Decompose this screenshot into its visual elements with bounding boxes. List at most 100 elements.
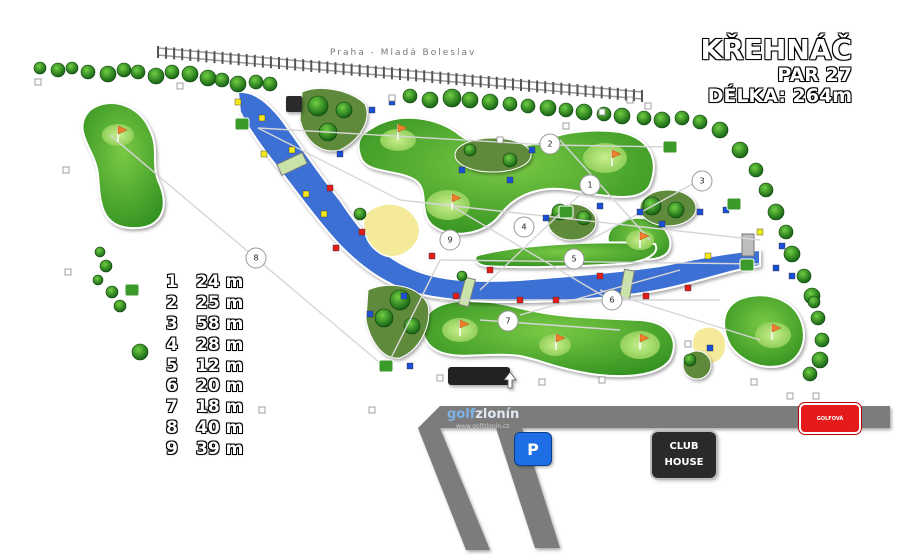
tee-marker <box>428 252 436 260</box>
bench <box>538 378 546 386</box>
tee-markers <box>124 98 796 373</box>
tree <box>683 353 697 367</box>
tree <box>520 98 536 114</box>
tree <box>229 75 247 93</box>
tree <box>692 114 708 130</box>
tree <box>116 62 132 78</box>
tee-marker <box>684 284 692 292</box>
legend-hole-number: 7 <box>166 397 178 418</box>
tree <box>748 162 764 178</box>
tee-marker <box>552 296 560 304</box>
bench <box>786 392 794 400</box>
walkway <box>257 127 401 201</box>
flag-icon <box>459 319 470 329</box>
tee-marker <box>332 244 340 252</box>
tee-marker <box>542 214 550 222</box>
walkway <box>399 199 761 241</box>
bench <box>258 406 266 414</box>
legend-hole-length: 39 m <box>196 438 244 459</box>
tree <box>80 64 96 80</box>
tree <box>811 351 829 369</box>
tree <box>802 366 818 382</box>
tree <box>810 310 826 326</box>
hole-number-marker <box>245 247 267 269</box>
hole-number-marker <box>513 216 535 238</box>
hole-number-marker <box>601 289 623 311</box>
course-length: DÉLKA: 264m <box>707 85 852 107</box>
bench <box>204 406 212 414</box>
tree <box>807 295 821 309</box>
green-3 <box>583 143 627 173</box>
tee-marker <box>596 202 604 210</box>
tree <box>50 62 66 78</box>
fairway-8 <box>81 101 165 230</box>
tree <box>778 224 794 240</box>
tee-marker <box>528 146 536 154</box>
hole-number-label: 7 <box>505 317 510 326</box>
tree <box>481 93 499 111</box>
tree <box>262 76 278 92</box>
walkway <box>559 139 651 241</box>
bench <box>436 374 444 382</box>
tree <box>214 72 230 88</box>
tree <box>307 95 329 117</box>
walkway <box>599 289 761 341</box>
tee-mat <box>726 197 742 211</box>
tree <box>502 96 518 112</box>
tree <box>502 152 518 168</box>
walkway <box>547 144 671 148</box>
walkway <box>439 259 761 265</box>
tee-marker <box>486 266 494 274</box>
tee-marker <box>756 228 764 236</box>
hole-number-marker <box>497 310 519 332</box>
tee-marker <box>368 106 376 114</box>
bench <box>644 102 652 110</box>
tree <box>94 246 106 258</box>
tee-marker <box>642 292 650 300</box>
bench <box>562 122 570 130</box>
hole-number-marker <box>439 229 461 251</box>
flag-icon <box>451 193 462 203</box>
tee-marker <box>704 252 712 260</box>
bench <box>812 392 820 400</box>
tree <box>667 201 685 219</box>
brand-logo: golfzlonín <box>447 407 519 422</box>
tree <box>539 99 557 117</box>
legend-hole-number: 3 <box>166 313 178 334</box>
bench <box>598 108 606 116</box>
tee-marker <box>706 344 714 352</box>
walkway <box>519 269 681 316</box>
bench <box>598 376 606 384</box>
hole-number-label: 3 <box>699 177 704 186</box>
hole-number-marker <box>563 248 585 270</box>
hole-number-label: 6 <box>609 296 614 305</box>
legend-hole-number: 6 <box>166 376 178 397</box>
flag-icon <box>117 125 128 135</box>
tee-marker <box>452 292 460 300</box>
flag-icon <box>771 323 782 333</box>
hole-number-label: 2 <box>547 140 552 149</box>
legend-hole-length: 58 m <box>196 313 244 334</box>
tree <box>767 203 785 221</box>
road <box>418 406 890 550</box>
tee-marker <box>772 264 780 272</box>
tee-marker <box>506 176 514 184</box>
legend-hole-length: 12 m <box>196 355 244 376</box>
water-hazard <box>236 90 761 304</box>
tee-marker <box>358 228 366 236</box>
tree <box>421 91 439 109</box>
legend-hole-length: 24 m <box>196 272 244 293</box>
tree <box>335 101 353 119</box>
tee-marker <box>260 150 268 158</box>
hole-number-label: 5 <box>571 255 576 264</box>
tree <box>558 102 574 118</box>
tee-marker <box>302 190 310 198</box>
clubhouse-line1: CLUB <box>669 441 699 452</box>
